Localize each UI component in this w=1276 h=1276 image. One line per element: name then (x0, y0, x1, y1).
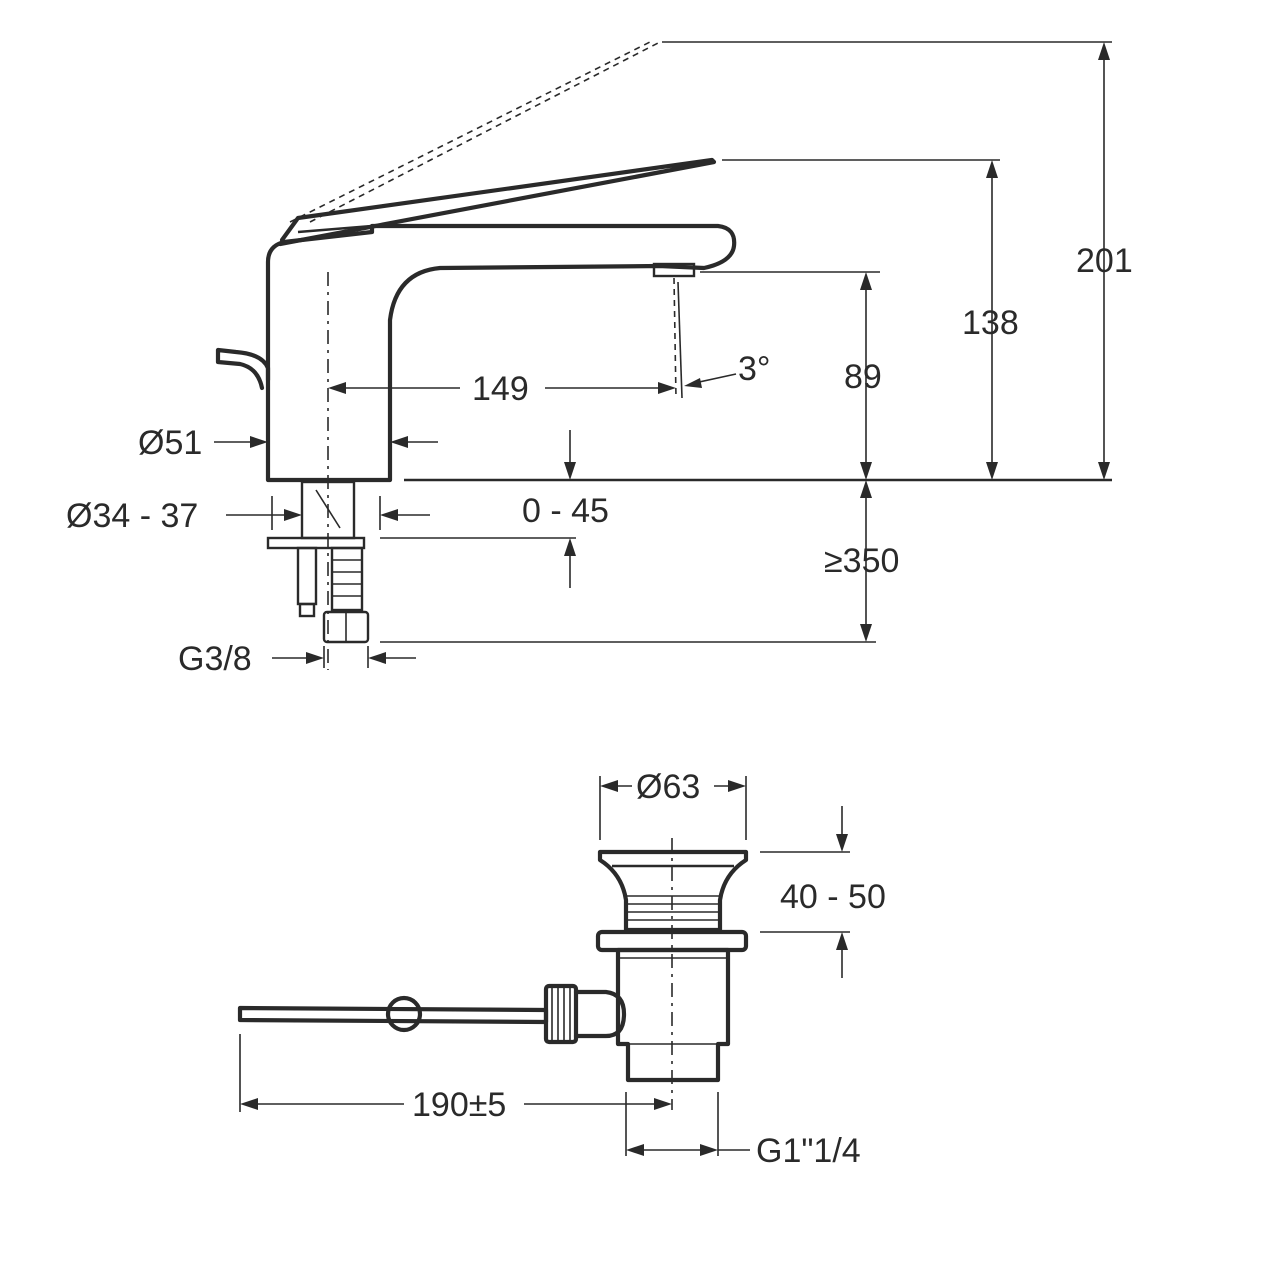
dim-hole-diameter: Ø34 - 37 (66, 497, 198, 535)
dim-drain-thread: G1"1/4 (756, 1132, 861, 1170)
dim-deck-thickness: 0 - 45 (522, 492, 609, 530)
waste-body (615, 947, 731, 1083)
faucet-drawing: 201 138 89 149 3° Ø51 Ø34 - 37 0 - 45 ≥3… (66, 41, 1133, 678)
dim-total-height: 201 (1076, 242, 1133, 280)
rod-ball (385, 995, 423, 1033)
side-nub (215, 347, 271, 391)
pop-up-rod (237, 1005, 549, 1025)
dim-spout-height: 89 (844, 358, 882, 396)
dim-body-diameter: Ø51 (138, 424, 202, 462)
dim-spout-angle: 3° (738, 350, 771, 388)
waste-drawing: Ø63 40 - 50 190±5 G1"1/4 (237, 768, 886, 1170)
aerator (652, 262, 696, 278)
faucet-body (265, 223, 737, 483)
dim-connection-thread: G3/8 (178, 640, 252, 678)
dim-spout-reach: 149 (472, 370, 529, 408)
dim-rod-length: 190±5 (412, 1086, 506, 1124)
mounting-kit (266, 480, 370, 644)
dim-hose-length: ≥350 (824, 542, 899, 580)
dim-flange-diameter: Ø63 (636, 768, 700, 806)
waste-flange (597, 849, 749, 933)
dim-basin-thickness: 40 - 50 (780, 878, 886, 916)
dim-lever-height: 138 (962, 304, 1019, 342)
lever-handle (277, 157, 717, 247)
rod-nut (543, 983, 579, 1045)
